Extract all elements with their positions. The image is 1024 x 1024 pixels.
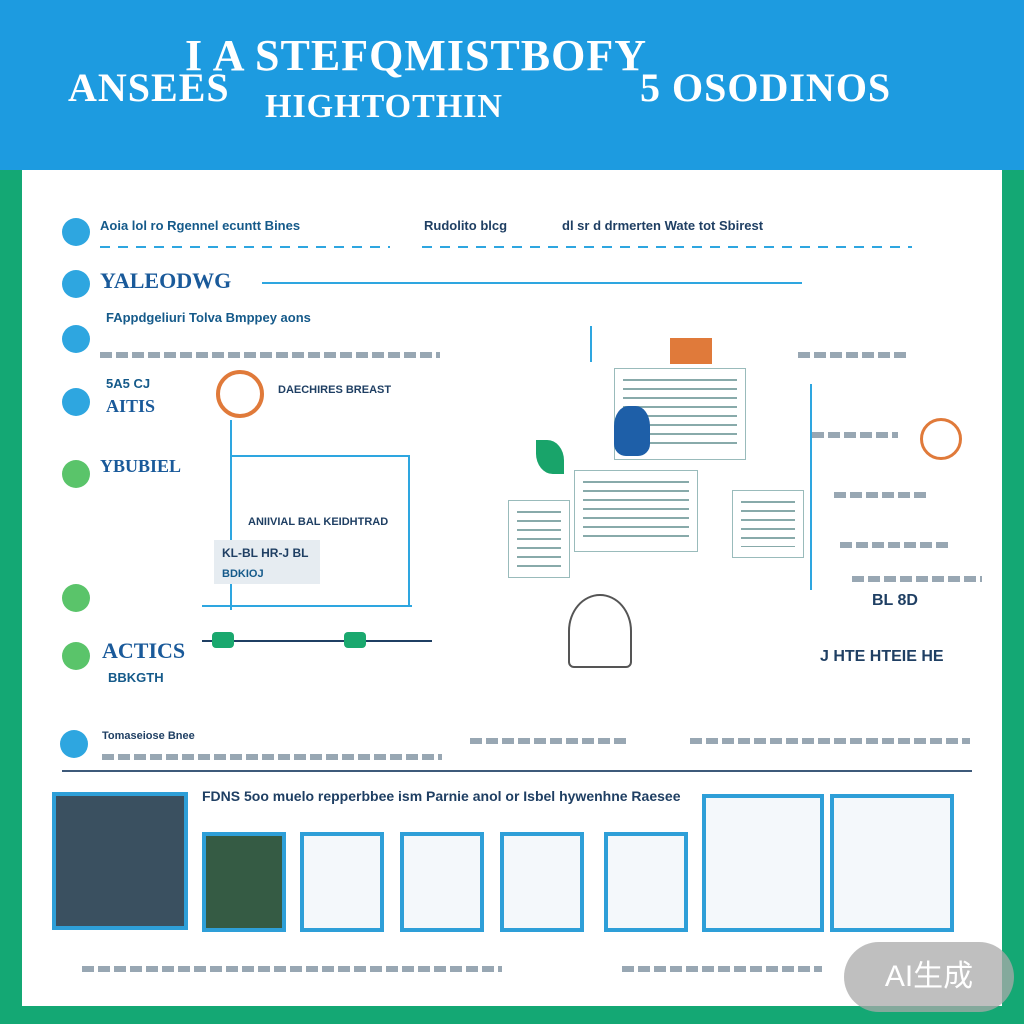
gear-icon: [216, 370, 264, 418]
center-arrow: [590, 326, 592, 362]
flow-small-box-label: KL-BL HR-J BL: [222, 546, 309, 560]
row-4-prefix: 5A5 CJ: [106, 376, 151, 391]
footer-bar-1: [82, 966, 502, 972]
bottom-strip-bar-1: [102, 754, 442, 760]
gallery-card-5: [500, 832, 584, 932]
server-illustration: [732, 490, 804, 558]
step-1-icon: [62, 218, 90, 246]
dome-icon: [568, 594, 632, 668]
document-illustration-3: [508, 500, 570, 578]
gallery-card-6: [604, 832, 688, 932]
row-3-bar: [100, 352, 440, 358]
right-col-label-2: J HTE HTEIE HE: [820, 648, 944, 665]
title-line-2: HIGHTOTHIN: [265, 88, 503, 125]
ai-generated-badge: AI生成: [844, 942, 1014, 1012]
row-6-sub: BBKGTH: [108, 670, 164, 685]
right-list-3: [834, 492, 930, 498]
flow-right-rule: [408, 455, 410, 605]
gallery-card-4: [400, 832, 484, 932]
bottom-strip-bar-2: [470, 738, 630, 744]
row-4-label: AITIS: [106, 396, 156, 416]
right-bracket: [810, 384, 812, 590]
right-list-4: [840, 542, 950, 548]
step-7-icon: [62, 642, 90, 670]
row-6-label: ACTICS: [102, 638, 186, 663]
row-1-divider: [100, 246, 390, 248]
title-line-right: 5 OSODINOS: [640, 65, 892, 110]
node-icon-2: [344, 632, 366, 648]
title-line-left: ANSEES: [68, 65, 230, 110]
leaf-icon: [536, 440, 564, 474]
flow-box-label: ANIIVIAL BAL KEIDHTRAD: [248, 516, 389, 528]
bottom-strip-text: Tomaseiose Bnee: [102, 730, 195, 742]
bag-icon: [614, 406, 650, 456]
row-1-label: Aoia lol ro Rgennel ecuntt Bines: [100, 218, 301, 233]
step-5-icon: [62, 460, 90, 488]
flow-bottom-rule: [202, 605, 412, 607]
smile-icon: [920, 418, 962, 460]
bottom-strip-bar-3: [690, 738, 970, 744]
diagram-note: DAECHIRES BREAST: [278, 384, 392, 396]
right-list-2: [812, 432, 898, 438]
document-illustration-2: [574, 470, 698, 552]
flow-top-rule: [230, 455, 410, 457]
gallery-caption: FDNS 5oo muelo repperbbee ism Parnie ano…: [202, 788, 681, 804]
row-3-label: FAppdgeliuri Tolva Bmppey aons: [106, 310, 311, 325]
row-2-connector: [262, 282, 802, 284]
top-mid-label: Rudolito blcg: [424, 218, 508, 233]
title-banner: I A STEFQMISTBOFY ANSEES 5 OSODINOS HIGH…: [0, 0, 1024, 170]
step-3-icon: [62, 325, 90, 353]
right-col-label-1: BL 8D: [872, 592, 918, 609]
node-icon-1: [212, 632, 234, 648]
gallery-card-7: [702, 794, 824, 932]
pipeline-rule: [202, 640, 432, 642]
flow-arrow-up: [230, 420, 232, 610]
row-2-label: YALEODWG: [100, 268, 232, 293]
bottom-strip-rule: [62, 770, 972, 772]
top-dash-line: [422, 246, 912, 248]
gallery-card-8: [830, 794, 954, 932]
gallery-card-1: [52, 792, 188, 930]
title-line-1: I A STEFQMISTBOFY: [185, 31, 648, 80]
document-header-accent: [670, 338, 712, 364]
right-list-1: [798, 352, 908, 358]
gallery-card-3: [300, 832, 384, 932]
infographic-panel: Aoia lol ro Rgennel ecuntt Bines YALEODW…: [22, 170, 1002, 1006]
flow-small-box-sub: BDKIOJ: [222, 568, 264, 580]
gallery-card-2: [202, 832, 286, 932]
flow-small-box: [214, 540, 320, 584]
step-4-icon: [62, 388, 90, 416]
step-info-icon: [60, 730, 88, 758]
right-list-5: [852, 576, 982, 582]
step-6-icon: [62, 584, 90, 612]
step-2-icon: [62, 270, 90, 298]
footer-bar-2: [622, 966, 822, 972]
top-right-label: dl sr d drmerten Wate tot Sbirest: [562, 218, 764, 233]
row-5-label: YBUBIEL: [100, 456, 182, 476]
